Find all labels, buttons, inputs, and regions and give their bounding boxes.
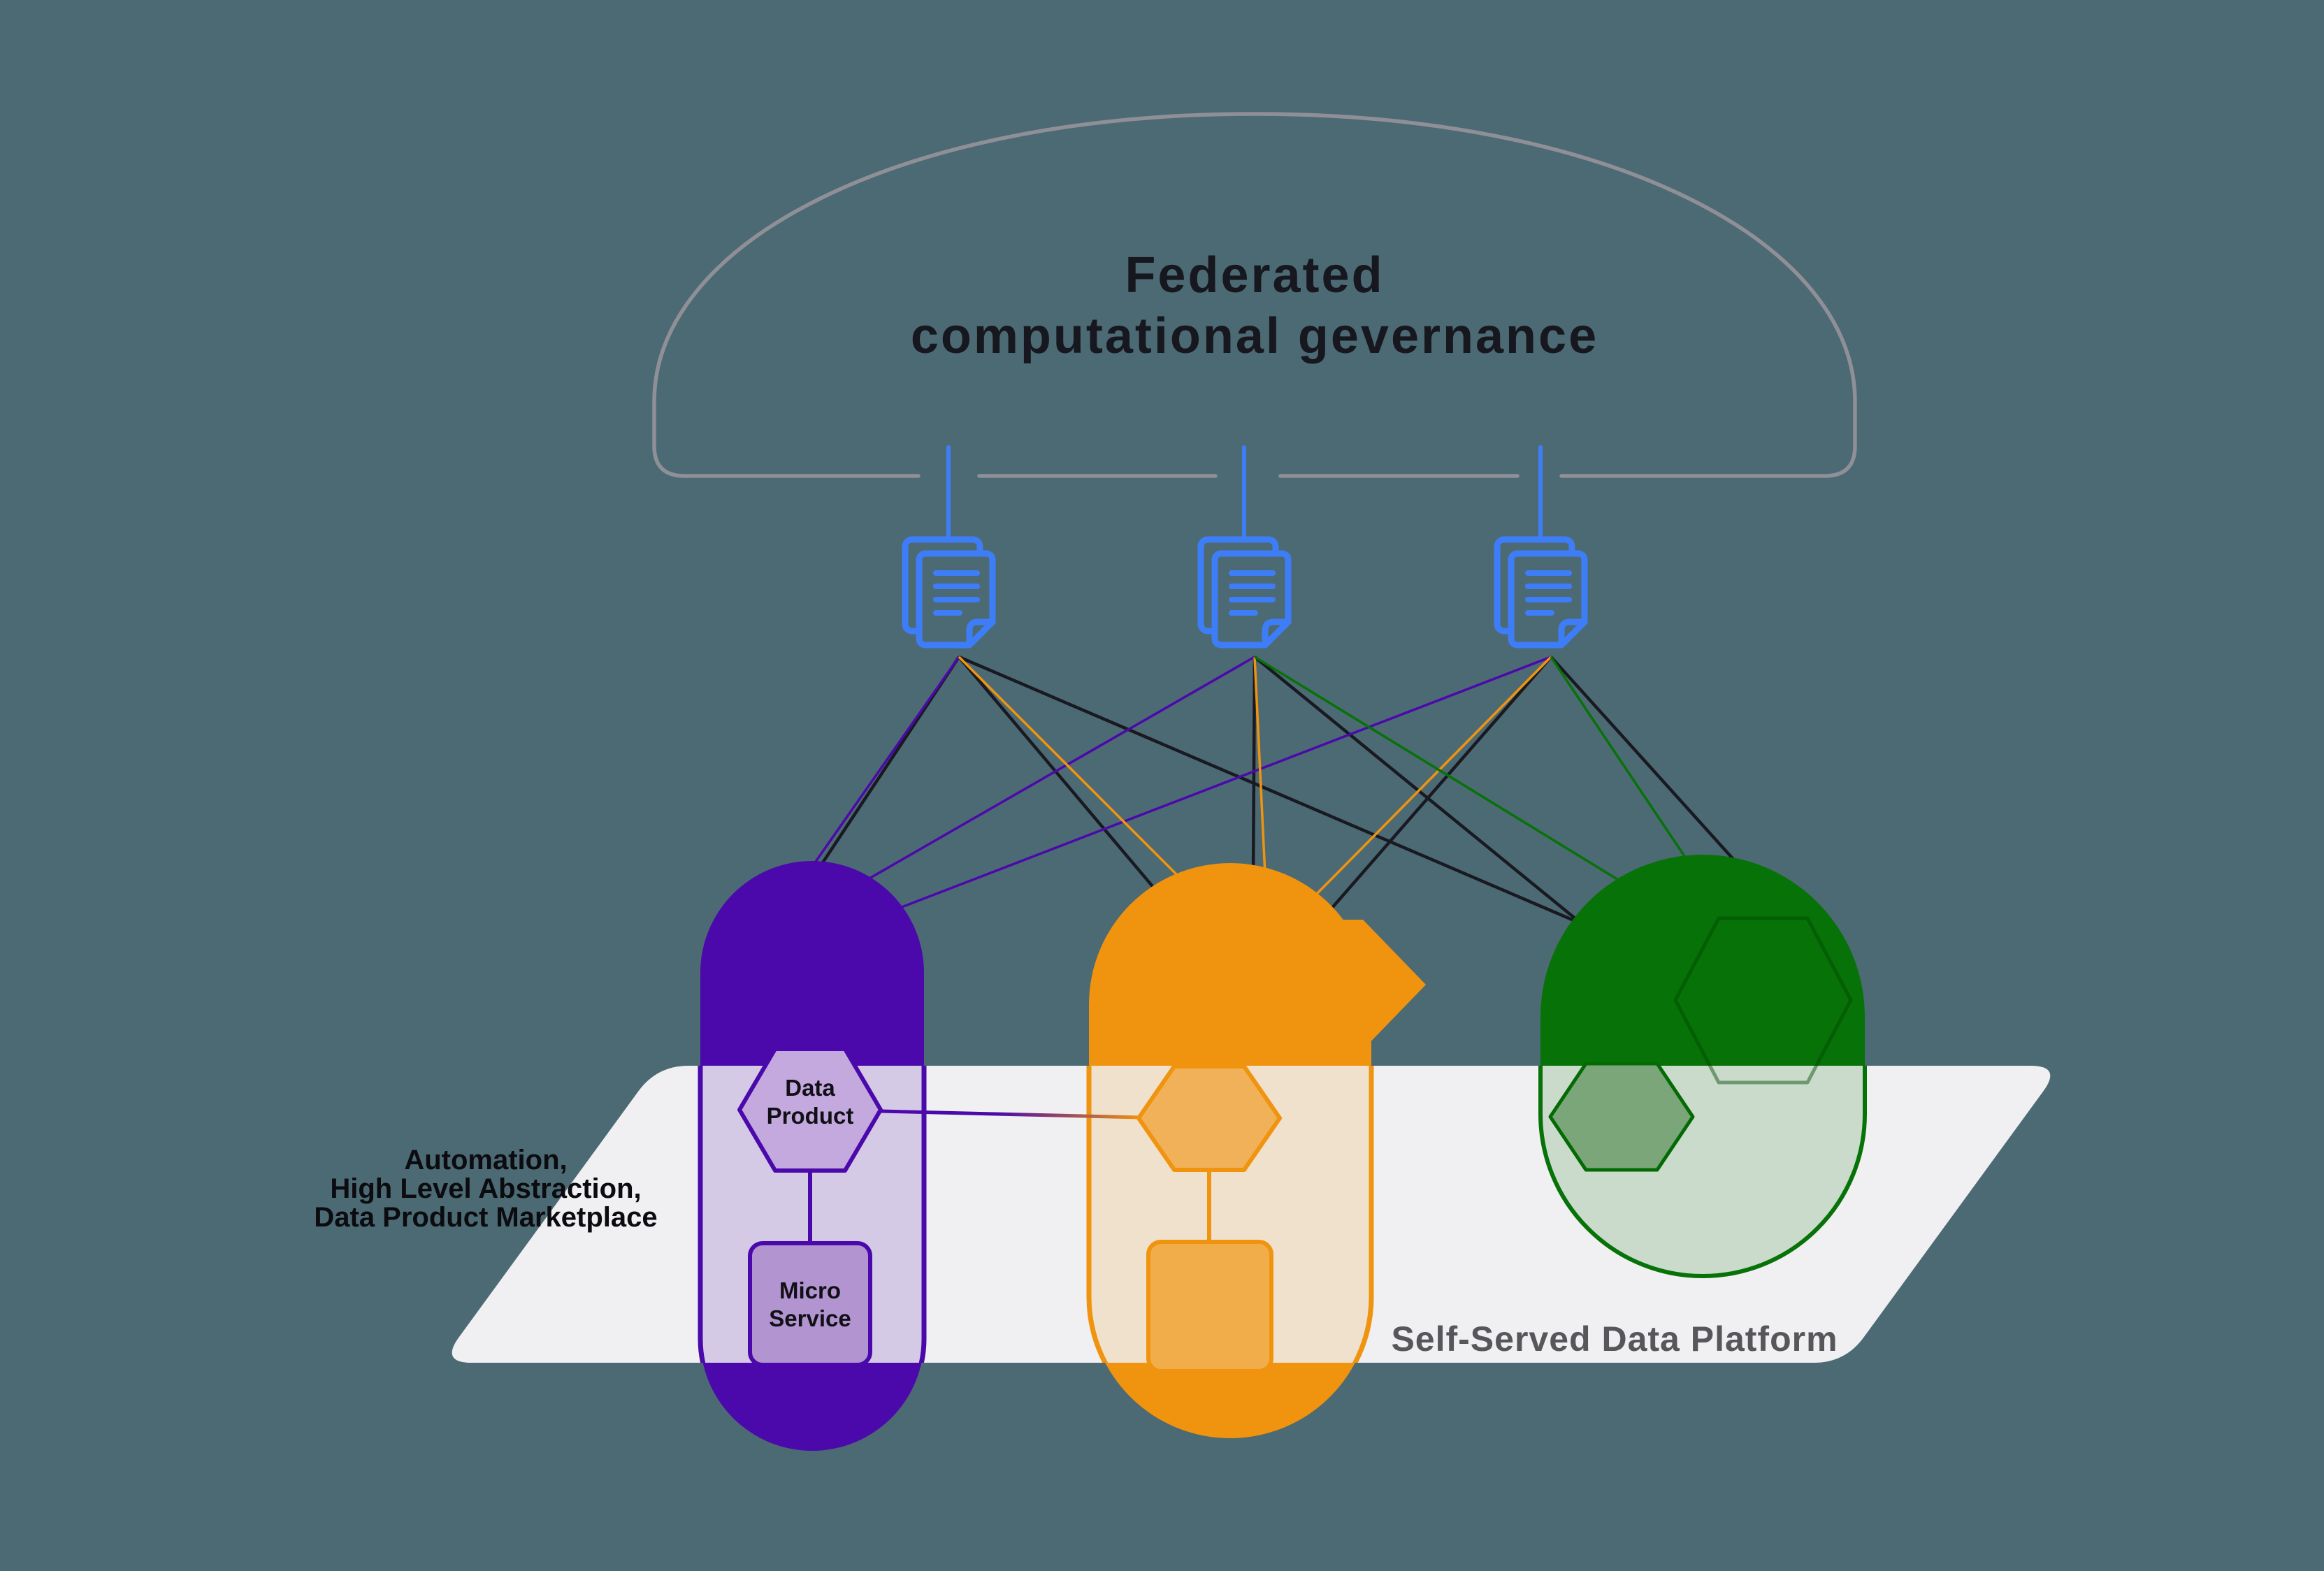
side-label-line-2: High Level Abstraction, — [330, 1173, 641, 1204]
policy-drop-lines — [946, 445, 1543, 539]
governance-dome — [652, 112, 1857, 478]
orange-output-arrow — [1292, 920, 1426, 1050]
document-stack-icon — [1494, 536, 1588, 649]
micro-service-label-1: Micro — [779, 1277, 841, 1303]
data-product-hexagon — [737, 1047, 883, 1173]
ghost-hexagon — [1673, 916, 1853, 1085]
dome-outline — [652, 112, 1857, 478]
document-stack-icon — [902, 536, 996, 649]
side-label-line-1: Automation, — [404, 1145, 567, 1175]
platform-band-label: Self-Served Data Platform — [1391, 1319, 1838, 1359]
micro-service-box — [748, 1241, 872, 1367]
connector-purple-to-orange-hexagon — [880, 1109, 1141, 1120]
data-product-hexagon — [1548, 1062, 1695, 1172]
micro-service-label-2: Service — [769, 1305, 851, 1331]
title-line-2: computational gevernance — [911, 308, 1598, 364]
data-product-label-2: Product — [767, 1103, 854, 1129]
orange-domain-internals — [1136, 1064, 1282, 1373]
data-product-label-1: Data — [785, 1075, 835, 1101]
governance-documents-group — [902, 536, 1588, 649]
data-product-hexagon — [1136, 1064, 1282, 1172]
side-label-line-3: Data Product Marketplace — [314, 1202, 657, 1233]
platform-capabilities-label: Automation, High Level Abstraction, Data… — [314, 1145, 657, 1233]
title-line-1: Federated — [1125, 247, 1384, 303]
micro-service-box — [1146, 1240, 1273, 1373]
green-domain-internals — [1548, 916, 1853, 1172]
diagram-title: Federated computational gevernance — [911, 247, 1598, 364]
purple-domain-internals: Data Product Micro Service — [737, 1047, 883, 1367]
document-stack-icon — [1197, 536, 1292, 649]
